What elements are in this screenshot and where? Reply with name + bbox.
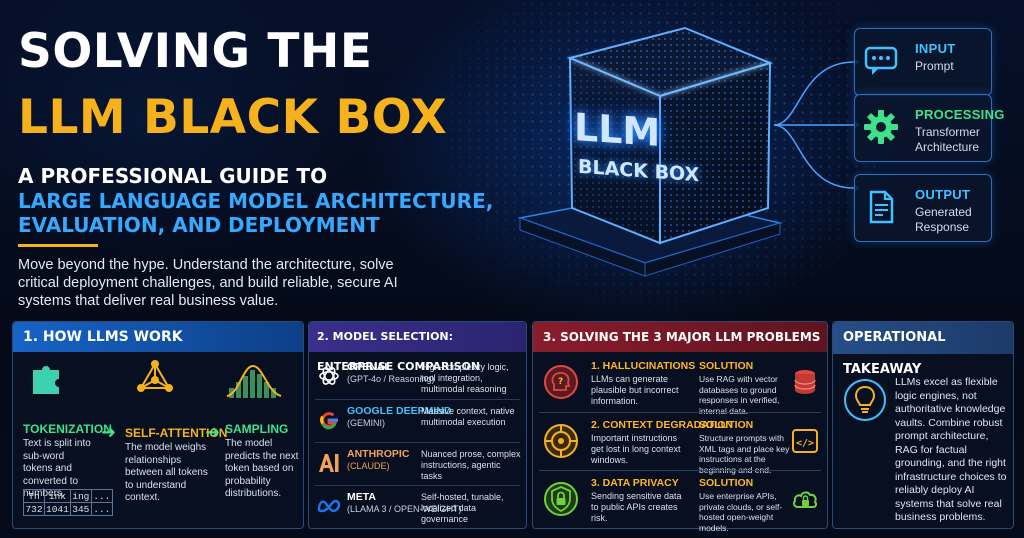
problem-title: 2. CONTEXT DEGRADATION: [591, 419, 734, 431]
model-desc: Massive context, native multimodal execu…: [421, 406, 515, 427]
pipeline-input-title: INPUT: [915, 41, 956, 56]
distribution-chart-icon: [226, 364, 282, 398]
model-row-openai: OPENAI (GPT-4o / Reasoning) High-complex…: [315, 356, 520, 395]
lock-shield-icon: [544, 482, 578, 516]
problem-title: 1. HALLUCINATIONS: [591, 360, 696, 372]
self-attention-title: SELF-ATTENTION: [125, 426, 228, 440]
hero-subtitle-line2: LARGE LANGUAGE MODEL ARCHITECTURE,: [18, 189, 494, 213]
token-cell: ...: [90, 489, 113, 503]
self-attention-text: The model weighs relationships between a…: [125, 442, 208, 503]
llm-cube-illustration: [500, 18, 790, 283]
model-sub: (GPT-4o / Reasoning): [347, 374, 435, 384]
solution-title: SOLUTION: [699, 360, 754, 372]
meta-logo-icon: [317, 499, 341, 513]
operational-takeaway-panel: OPERATIONAL TAKEAWAY LLMs excel as flexi…: [832, 321, 1014, 529]
svg-text:</>: </>: [796, 438, 814, 449]
hero-subtitle-line1: A PROFESSIONAL GUIDE TO: [18, 164, 328, 188]
model-name: OPENAI: [347, 361, 388, 373]
network-icon: [137, 360, 173, 392]
problem-desc: Sending sensitive data to public APIs cr…: [591, 491, 682, 523]
problem-row-data-privacy: 3. DATA PRIVACY Sending sensitive data t…: [539, 470, 821, 533]
google-logo-icon: [320, 412, 338, 430]
tokenization-title: TOKENIZATION: [23, 422, 112, 436]
openai-logo-icon: [319, 367, 339, 385]
sampling-title: SAMPLING: [225, 422, 289, 436]
pipeline-processing-desc: Transformer Architecture: [915, 125, 980, 154]
svg-text:?: ?: [558, 377, 563, 387]
gear-icon: [864, 110, 898, 144]
flow-arrow-icon: ➜: [101, 422, 117, 442]
model-sub: (CLAUDE): [347, 461, 390, 471]
model-row-google: GOOGLE DEEPMIND (GEMINI) Massive context…: [315, 399, 520, 439]
code-tag-icon: </>: [792, 429, 818, 453]
model-name: GOOGLE DEEPMIND: [347, 405, 452, 417]
pipeline-processing-card: PROCESSING Transformer Architecture: [854, 94, 1004, 162]
how-llms-work-panel: 1. HOW LLMS WORK TOKENIZATION Text is sp…: [12, 321, 304, 529]
anthropic-logo-icon: [319, 454, 339, 472]
pipeline-input-desc: Prompt: [915, 59, 954, 73]
puzzle-icon: [33, 366, 59, 394]
hero-divider: [18, 244, 98, 247]
model-row-meta: META (LLAMA 3 / OPEN-WEIGHT) Self-hosted…: [315, 485, 520, 525]
token-cell: Th: [23, 489, 45, 503]
lightbulb-icon: [844, 379, 886, 421]
target-icon: [544, 424, 578, 458]
model-desc: High-complexity logic, tool integration,…: [421, 362, 509, 394]
token-row: Th ink ing ...: [23, 489, 113, 503]
operational-takeaway-title: OPERATIONAL TAKEAWAY: [833, 322, 1013, 377]
hero-intro: Move beyond the hype. Understand the arc…: [18, 257, 398, 309]
solution-desc: Structure prompts with XML tags and plac…: [699, 433, 790, 475]
model-sub: (LLAMA 3 / OPEN-WEIGHT): [347, 504, 462, 514]
cube-icon: [517, 26, 783, 277]
cube-label-llm: LLM: [574, 104, 661, 156]
problem-desc: LLMs can generate plausible but incorrec…: [591, 374, 679, 406]
token-id-cell: 732: [23, 502, 45, 516]
chat-bubble-icon: [864, 46, 898, 75]
solution-title: SOLUTION: [699, 477, 754, 489]
document-icon: [869, 190, 894, 224]
solution-desc: Use enterprise APIs, private clouds, or …: [699, 491, 783, 533]
model-selection-title: 2. MODEL SELECTION: ENTERPRISE COMPARISO…: [309, 322, 526, 373]
hero-subtitle-line3: EVALUATION, AND DEPLOYMENT: [18, 213, 380, 237]
problem-row-context-degradation: 2. CONTEXT DEGRADATION Important instruc…: [539, 412, 821, 475]
llm-problems-title: 3. SOLVING THE 3 MAJOR LLM PROBLEMS: [533, 322, 827, 352]
cloud-lock-icon: [793, 491, 818, 508]
token-cell: ing: [69, 489, 92, 503]
database-icon: [794, 370, 816, 394]
pipeline-processing-title: PROCESSING: [915, 107, 1005, 122]
pipeline-output-title: OUTPUT: [915, 187, 971, 202]
hero-title-line1: SOLVING THE: [18, 24, 373, 79]
problem-row-hallucinations: ? 1. HALLUCINATIONS LLMs can generate pl…: [539, 354, 821, 416]
operational-takeaway-text: LLMs excel as flexible logic engines, no…: [895, 376, 1007, 523]
model-desc: Nuanced prose, complex instructions, age…: [421, 449, 521, 481]
brain-question-icon: ?: [544, 365, 578, 399]
model-selection-panel: 2. MODEL SELECTION: ENTERPRISE COMPARISO…: [308, 321, 527, 529]
pipeline-input-card: INPUT Prompt: [854, 28, 992, 96]
model-name: META: [347, 491, 376, 503]
model-sub: (GEMINI): [347, 418, 385, 428]
token-cell: ink: [44, 489, 71, 503]
problem-desc: Important instructions get lost in long …: [591, 433, 681, 465]
token-id-row: 732 1041 345 ...: [23, 502, 113, 516]
token-id-cell: ...: [90, 502, 113, 516]
how-llms-work-title: 1. HOW LLMS WORK: [13, 322, 303, 352]
pipeline-connectors: [773, 58, 860, 192]
solution-desc: Use RAG with vector databases to ground …: [699, 374, 780, 416]
pipeline-output-desc: Generated Response: [915, 205, 972, 234]
hero-title-line2: LLM BLACK BOX: [18, 90, 448, 145]
model-name: ANTHROPIC: [347, 448, 410, 460]
model-row-anthropic: ANTHROPIC (CLAUDE) Nuanced prose, comple…: [315, 442, 521, 482]
flow-arrow-icon: ➜: [205, 422, 221, 442]
sampling-text: The model predicts the next token based …: [225, 438, 299, 499]
solution-title: SOLUTION: [699, 419, 754, 431]
model-desc: Self-hosted, tunable, localized data gov…: [421, 492, 504, 524]
pipeline-output-card: OUTPUT Generated Response: [854, 174, 992, 242]
problem-title: 3. DATA PRIVACY: [591, 477, 679, 489]
token-id-cell: 1041: [44, 502, 71, 516]
llm-problems-panel: 3. SOLVING THE 3 MAJOR LLM PROBLEMS ? 1.…: [532, 321, 828, 533]
token-id-cell: 345: [69, 502, 92, 516]
token-table: Th ink ing ... 732 1041 345 ...: [23, 489, 113, 516]
